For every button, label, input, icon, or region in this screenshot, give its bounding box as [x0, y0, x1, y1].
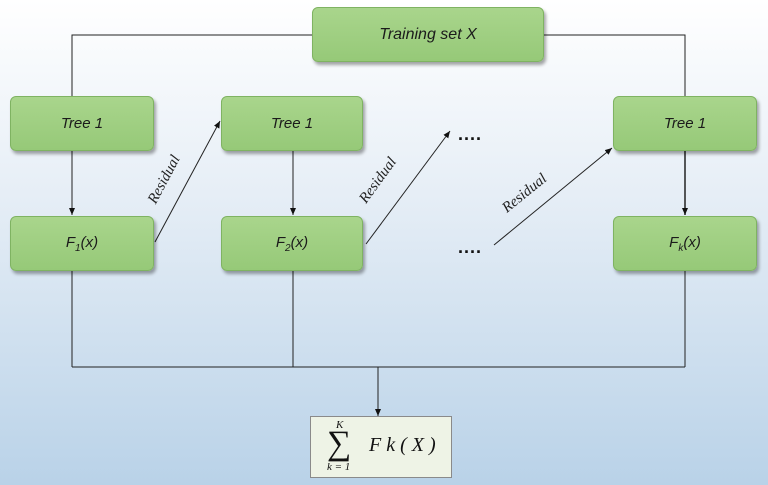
residual-arrow-1	[154, 120, 221, 243]
ellipsis-bottom: ....	[458, 237, 483, 257]
ellipsis-top: ....	[458, 124, 483, 144]
function-box-3: Fk(x)	[613, 216, 757, 271]
tree-box-3: Tree 1	[613, 96, 757, 151]
residual-arrow-2	[365, 130, 451, 245]
function-box-1: F1(x)	[10, 216, 154, 271]
tree-box-1: Tree 1	[10, 96, 154, 151]
training-set-label: Training set X	[379, 25, 477, 43]
function-label: Fk(x)	[669, 233, 701, 254]
tree-label: Tree 1	[663, 115, 707, 132]
tree-box-2: Tree 1	[221, 96, 363, 151]
sum-upper-limit: K	[336, 419, 344, 431]
residual-arrow-3	[493, 147, 613, 246]
function-label: F1(x)	[65, 233, 99, 254]
sigma-symbol: ∑	[327, 425, 352, 462]
sum-expression: F k ( X )	[369, 434, 436, 456]
sum-formula-box: K ∑ k = 1 F k ( X )	[310, 416, 452, 478]
function-label: F2(x)	[275, 233, 309, 254]
training-set-box: Training set X	[312, 7, 544, 62]
line-train-to-right	[544, 34, 686, 96]
function-box-2: F2(x)	[221, 216, 363, 271]
tree-label: Tree 1	[60, 115, 104, 132]
line-train-to-left	[71, 34, 312, 96]
tree-label: Tree 1	[270, 115, 314, 132]
sum-lower-limit: k = 1	[327, 461, 351, 473]
